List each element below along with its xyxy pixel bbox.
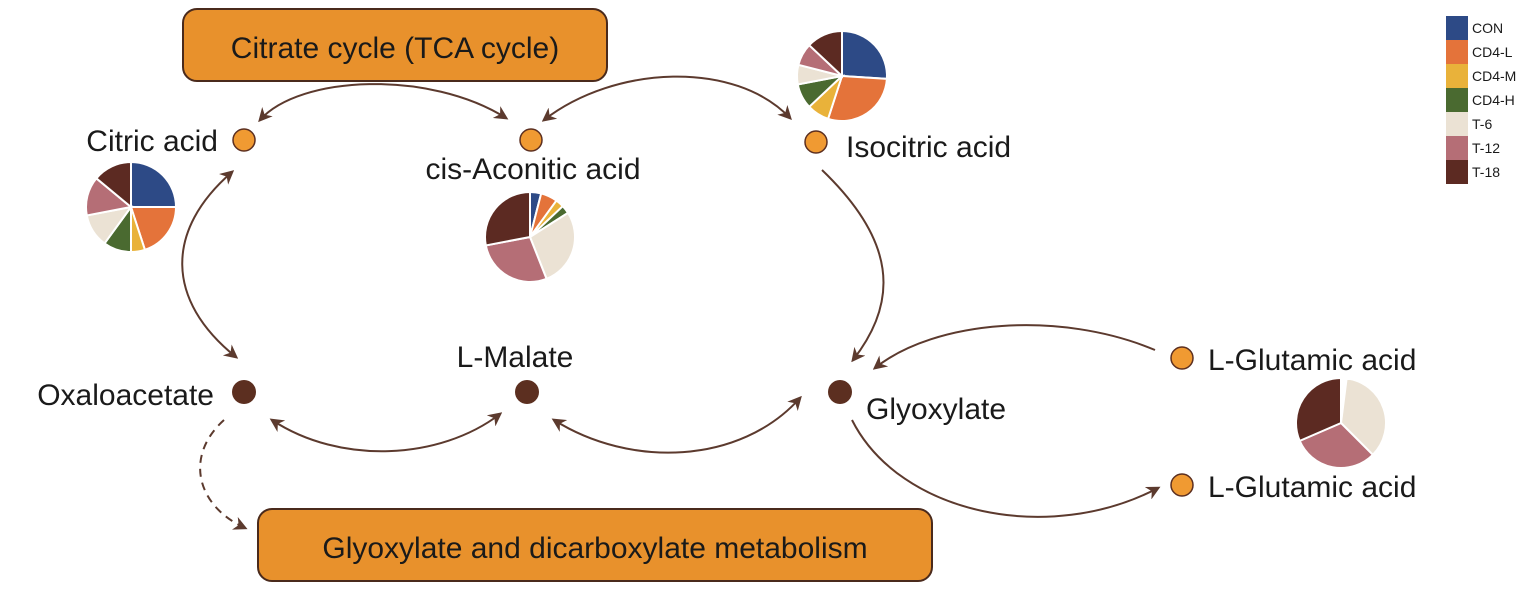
arrow-glutamic-to-glyoxylate [872, 324, 1156, 370]
legend-label-cd4-h: CD4-H [1472, 92, 1515, 108]
legend-label-t-12: T-12 [1472, 140, 1500, 156]
legend-swatch-cd4-m [1446, 64, 1468, 88]
pie-slice-t-12 [484, 235, 548, 283]
pie-slice-t-18 [484, 190, 531, 247]
pie-chart-cis-aconitic-acid [484, 190, 576, 283]
oxaloacetate-label: Oxaloacetate [37, 379, 214, 412]
legend-swatch-cd4-h [1446, 88, 1468, 112]
l-glutamic-acid-2-label: L-Glutamic acid [1208, 471, 1416, 504]
isocitric-acid-label: Isocitric acid [846, 131, 1011, 164]
l-glutamic-acid-1-label: L-Glutamic acid [1208, 344, 1416, 377]
legend: CON CD4-L CD4-M CD4-H T-6T-12T-18 [1446, 16, 1516, 184]
legend-label-cd4-m: CD4-M [1472, 68, 1516, 84]
citric-acid-label: Citric acid [86, 125, 218, 158]
l-glutamic-acid-2-node [1170, 473, 1194, 497]
tca-pathway-label: Citrate cycle (TCA cycle) [231, 32, 559, 65]
legend-swatch-t-12 [1446, 136, 1468, 160]
legend-label-con: CON [1472, 20, 1503, 36]
pie-slice-t-6 [528, 211, 576, 281]
arrow-citric-to-cisaconitic [258, 83, 509, 123]
cis-aconitic-acid-node [519, 128, 543, 152]
isocitric-acid-node [804, 130, 828, 154]
legend-swatch-t-6 [1446, 112, 1468, 136]
oxaloacetate-node [232, 380, 256, 404]
arrow-malate-to-glyoxylate [551, 395, 802, 454]
pie-slice-t-12 [1298, 421, 1375, 469]
l-malate-node [515, 380, 539, 404]
arrow-oxaloacetate-to-malate [269, 412, 503, 453]
arrow-cisaconitic-to-isocitric [541, 75, 792, 122]
reaction-arrows [181, 75, 1161, 530]
l-malate-label: L-Malate [457, 341, 574, 374]
legend-label-t-18: T-18 [1472, 164, 1500, 180]
legend-swatch-cd4-l [1446, 40, 1468, 64]
citric-acid-node [232, 128, 256, 152]
pie-chart-l-glutamic-acid [1295, 376, 1387, 469]
pie-slice-cd4-l [826, 74, 888, 122]
arrow-isocitric-to-glyoxylate [821, 169, 885, 363]
pie-slice-con [130, 160, 178, 208]
glyoxylate-pathway-box: Glyoxylate and dicarboxylate metabolism [257, 508, 933, 582]
pie-slice-t-18 [807, 29, 843, 79]
arrow-glyoxylate-to-glutamic [851, 419, 1161, 518]
glyoxylate-label: Glyoxylate [866, 393, 1006, 426]
cis-aconitic-acid-label: cis-Aconitic acid [425, 153, 640, 186]
legend-label-t-6: T-6 [1472, 116, 1492, 132]
pie-chart-citric-acid [85, 160, 178, 254]
pie-slice-t-18 [94, 160, 132, 210]
pie-chart-isocitric-acid [796, 29, 888, 122]
legend-swatch-con [1446, 16, 1468, 40]
legend-swatch-t-18 [1446, 160, 1468, 184]
pie-slice-t-18 [1295, 376, 1342, 443]
legend-label-cd4-l: CD4-L [1472, 44, 1513, 60]
arrow-oxaloacetate-to-citric [181, 170, 239, 359]
pie-slice-con [841, 29, 888, 80]
tca-pathway-box: Citrate cycle (TCA cycle) [182, 8, 608, 82]
glyoxylate-pathway-label: Glyoxylate and dicarboxylate metabolism [322, 532, 867, 565]
glyoxylate-node [828, 380, 852, 404]
l-glutamic-acid-1-node [1170, 346, 1194, 370]
arrow-oxaloacetate-to-glyoxylate-pathway [199, 419, 248, 530]
pie-slice-t-6 [1339, 377, 1387, 457]
